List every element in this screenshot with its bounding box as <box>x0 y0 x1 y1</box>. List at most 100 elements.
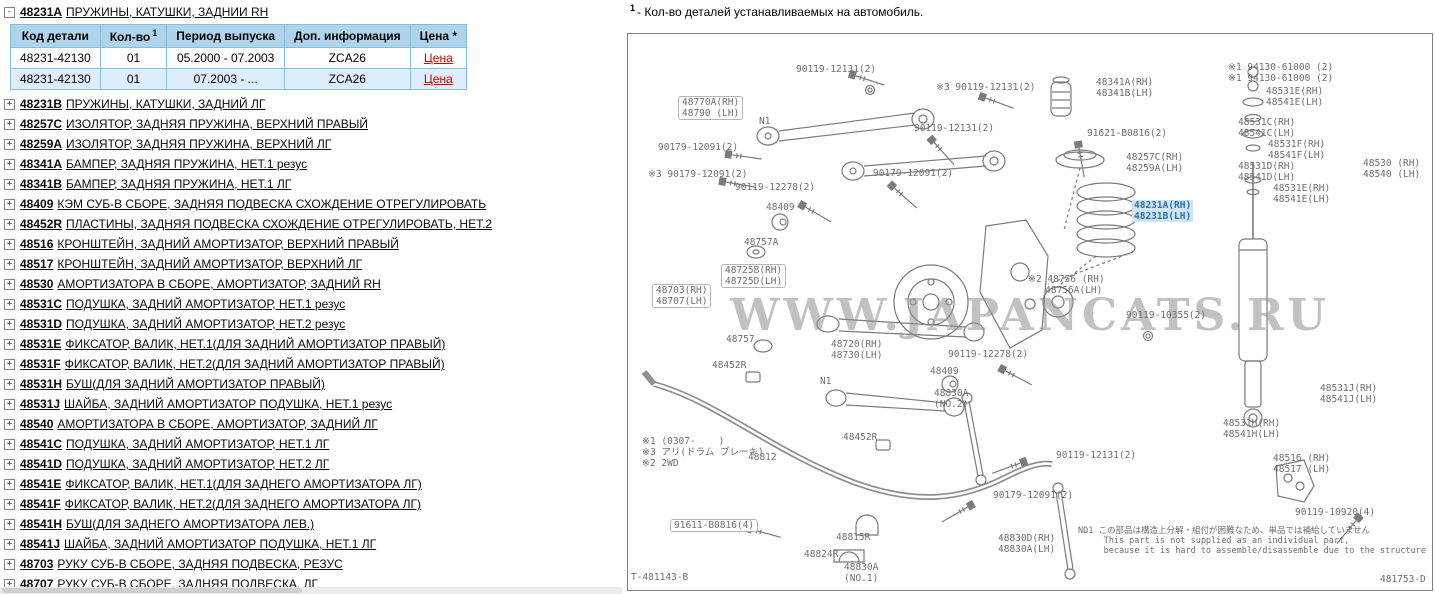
diagram-part-label[interactable]: 48452R <box>843 432 878 443</box>
scrollbar-thumb[interactable] <box>2 588 302 593</box>
expand-plus-icon[interactable]: + <box>4 198 15 210</box>
expand-plus-icon[interactable]: + <box>4 338 15 350</box>
diagram-part-label[interactable]: 48824R <box>804 549 839 560</box>
diagram-part-label[interactable]: ※2 48756 (RH) 48756A(LH) <box>1028 274 1105 296</box>
expand-plus-icon[interactable]: + <box>4 478 15 490</box>
diagram-part-label[interactable]: 90119-12131(2) <box>796 64 877 75</box>
expand-plus-icon[interactable]: + <box>4 118 15 130</box>
diagram-part-label[interactable]: 91621-B0816(2) <box>1087 128 1168 139</box>
diagram-part-label[interactable]: 48531C(RH)48541C(LH) <box>1238 117 1296 139</box>
diagram-part-label[interactable]: 90119-10355(2) <box>1126 310 1207 321</box>
expand-plus-icon[interactable]: + <box>4 298 15 310</box>
expand-plus-icon[interactable]: + <box>4 98 15 110</box>
diagram-part-label[interactable]: 90179-12091(2) <box>658 142 739 153</box>
diagram-part-label[interactable]: 48770A(RH)48790 (LH) <box>678 96 744 120</box>
diagram-part-label[interactable]: 48531H(RH)48541H(LH) <box>1223 418 1281 440</box>
diagram-part-label[interactable]: ※3 90119-12131(2) <box>936 82 1036 93</box>
expand-plus-icon[interactable]: + <box>4 398 15 410</box>
horizontal-scrollbar[interactable] <box>0 587 622 594</box>
diagram-part-label[interactable]: 48531J(RH)48541J(LH) <box>1320 383 1378 405</box>
diagram-part-label[interactable]: 48409 <box>930 366 959 377</box>
expand-plus-icon[interactable]: + <box>4 498 15 510</box>
diagram-part-label[interactable]: 48830D(RH)48830A(LH) <box>998 533 1056 555</box>
expand-plus-icon[interactable]: + <box>4 158 15 170</box>
diagram-part-label[interactable]: 90119-12131(2) <box>1056 450 1137 461</box>
diagram-part-label[interactable]: 90179-12091(2) <box>873 168 954 179</box>
expand-plus-icon[interactable]: + <box>4 418 15 430</box>
diagram-part-label[interactable]: 48531E(RH)48541E(LH) <box>1266 86 1324 108</box>
diagram-part-label[interactable]: 48757 <box>726 334 755 345</box>
expand-plus-icon[interactable]: + <box>4 378 15 390</box>
diagram-part-label[interactable]: 48257C(RH)48259A(LH) <box>1126 152 1184 174</box>
expand-plus-icon[interactable]: + <box>4 438 15 450</box>
diagram-part-label[interactable]: 48703(RH)48707(LH) <box>652 284 712 308</box>
diagram-part-label[interactable]: 48409 <box>766 202 795 213</box>
expand-plus-icon[interactable]: + <box>4 318 15 330</box>
diagram-part-label[interactable]: 90179-12091(2) <box>993 490 1074 501</box>
diagram-part-label[interactable]: ※3 90179-12091(2) <box>648 169 748 180</box>
diagram-part-label[interactable]: 48516 (RH)48517 (LH) <box>1273 453 1331 475</box>
diagram-part-label[interactable]: 48830A(NO.2) <box>934 388 969 410</box>
price-link[interactable]: Цена <box>423 72 453 86</box>
diagram-part-label[interactable]: 90119-12131(2) <box>914 123 995 134</box>
diagram-part-label[interactable]: 48452R <box>712 360 747 371</box>
price-link[interactable]: Цена <box>423 51 453 65</box>
collapse-minus-icon[interactable]: - <box>4 6 15 18</box>
diagram-part-label[interactable]: 48830A(NO.1) <box>844 562 879 584</box>
diagram-part-label[interactable]: 48812 <box>748 452 777 463</box>
diagram-part-label[interactable]: 48815R <box>836 532 871 543</box>
diagram-label-selected-part[interactable]: 48231A(RH)48231B(LH) <box>1132 200 1194 222</box>
diagram-part-label[interactable]: 48341A(RH)48341B(LH) <box>1096 77 1154 99</box>
diagram-part-label[interactable]: 91611-B0816(4) <box>670 519 759 532</box>
expand-plus-icon[interactable]: + <box>4 518 15 530</box>
expand-plus-icon[interactable]: + <box>4 538 15 550</box>
diagram-part-label[interactable]: 90119-12278(2) <box>948 349 1029 360</box>
expand-plus-icon[interactable]: + <box>4 238 15 250</box>
expand-plus-icon[interactable]: + <box>4 138 15 150</box>
expand-plus-icon[interactable]: + <box>4 258 15 270</box>
expand-plus-icon[interactable]: + <box>4 458 15 470</box>
diagram-part-label[interactable]: 48725B(RH)48725D(LH) <box>721 264 787 288</box>
diagram-part-label[interactable]: 48757A <box>744 237 779 248</box>
expand-plus-icon[interactable]: + <box>4 278 15 290</box>
expand-plus-icon[interactable]: + <box>4 218 15 230</box>
diagram-part-label[interactable]: 48531D(RH)48541D(LH) <box>1238 161 1296 183</box>
expand-plus-icon[interactable]: + <box>4 178 15 190</box>
part-code: 48452R <box>20 217 63 231</box>
diagram-part-label[interactable]: 48530 (RH)48540 (LH) <box>1363 158 1421 180</box>
diagram-part-label[interactable]: 48531F(RH)48541F(LH) <box>1268 139 1326 161</box>
expand-plus-icon[interactable]: + <box>4 558 15 570</box>
diagram-part-label[interactable]: 90119-12278(2) <box>735 182 816 193</box>
diagram-part-label[interactable]: 48531E(RH)48541E(LH) <box>1273 183 1331 205</box>
diagram-part-label[interactable]: 48720(RH)48730(LH) <box>831 339 883 361</box>
diagram-part-label[interactable]: ※1 94130-61000 (2)※1 94130-61000 (2) <box>1228 62 1334 84</box>
diagram-part-label[interactable]: 90119-10920(4) <box>1295 507 1376 518</box>
expand-plus-icon[interactable]: + <box>4 358 15 370</box>
